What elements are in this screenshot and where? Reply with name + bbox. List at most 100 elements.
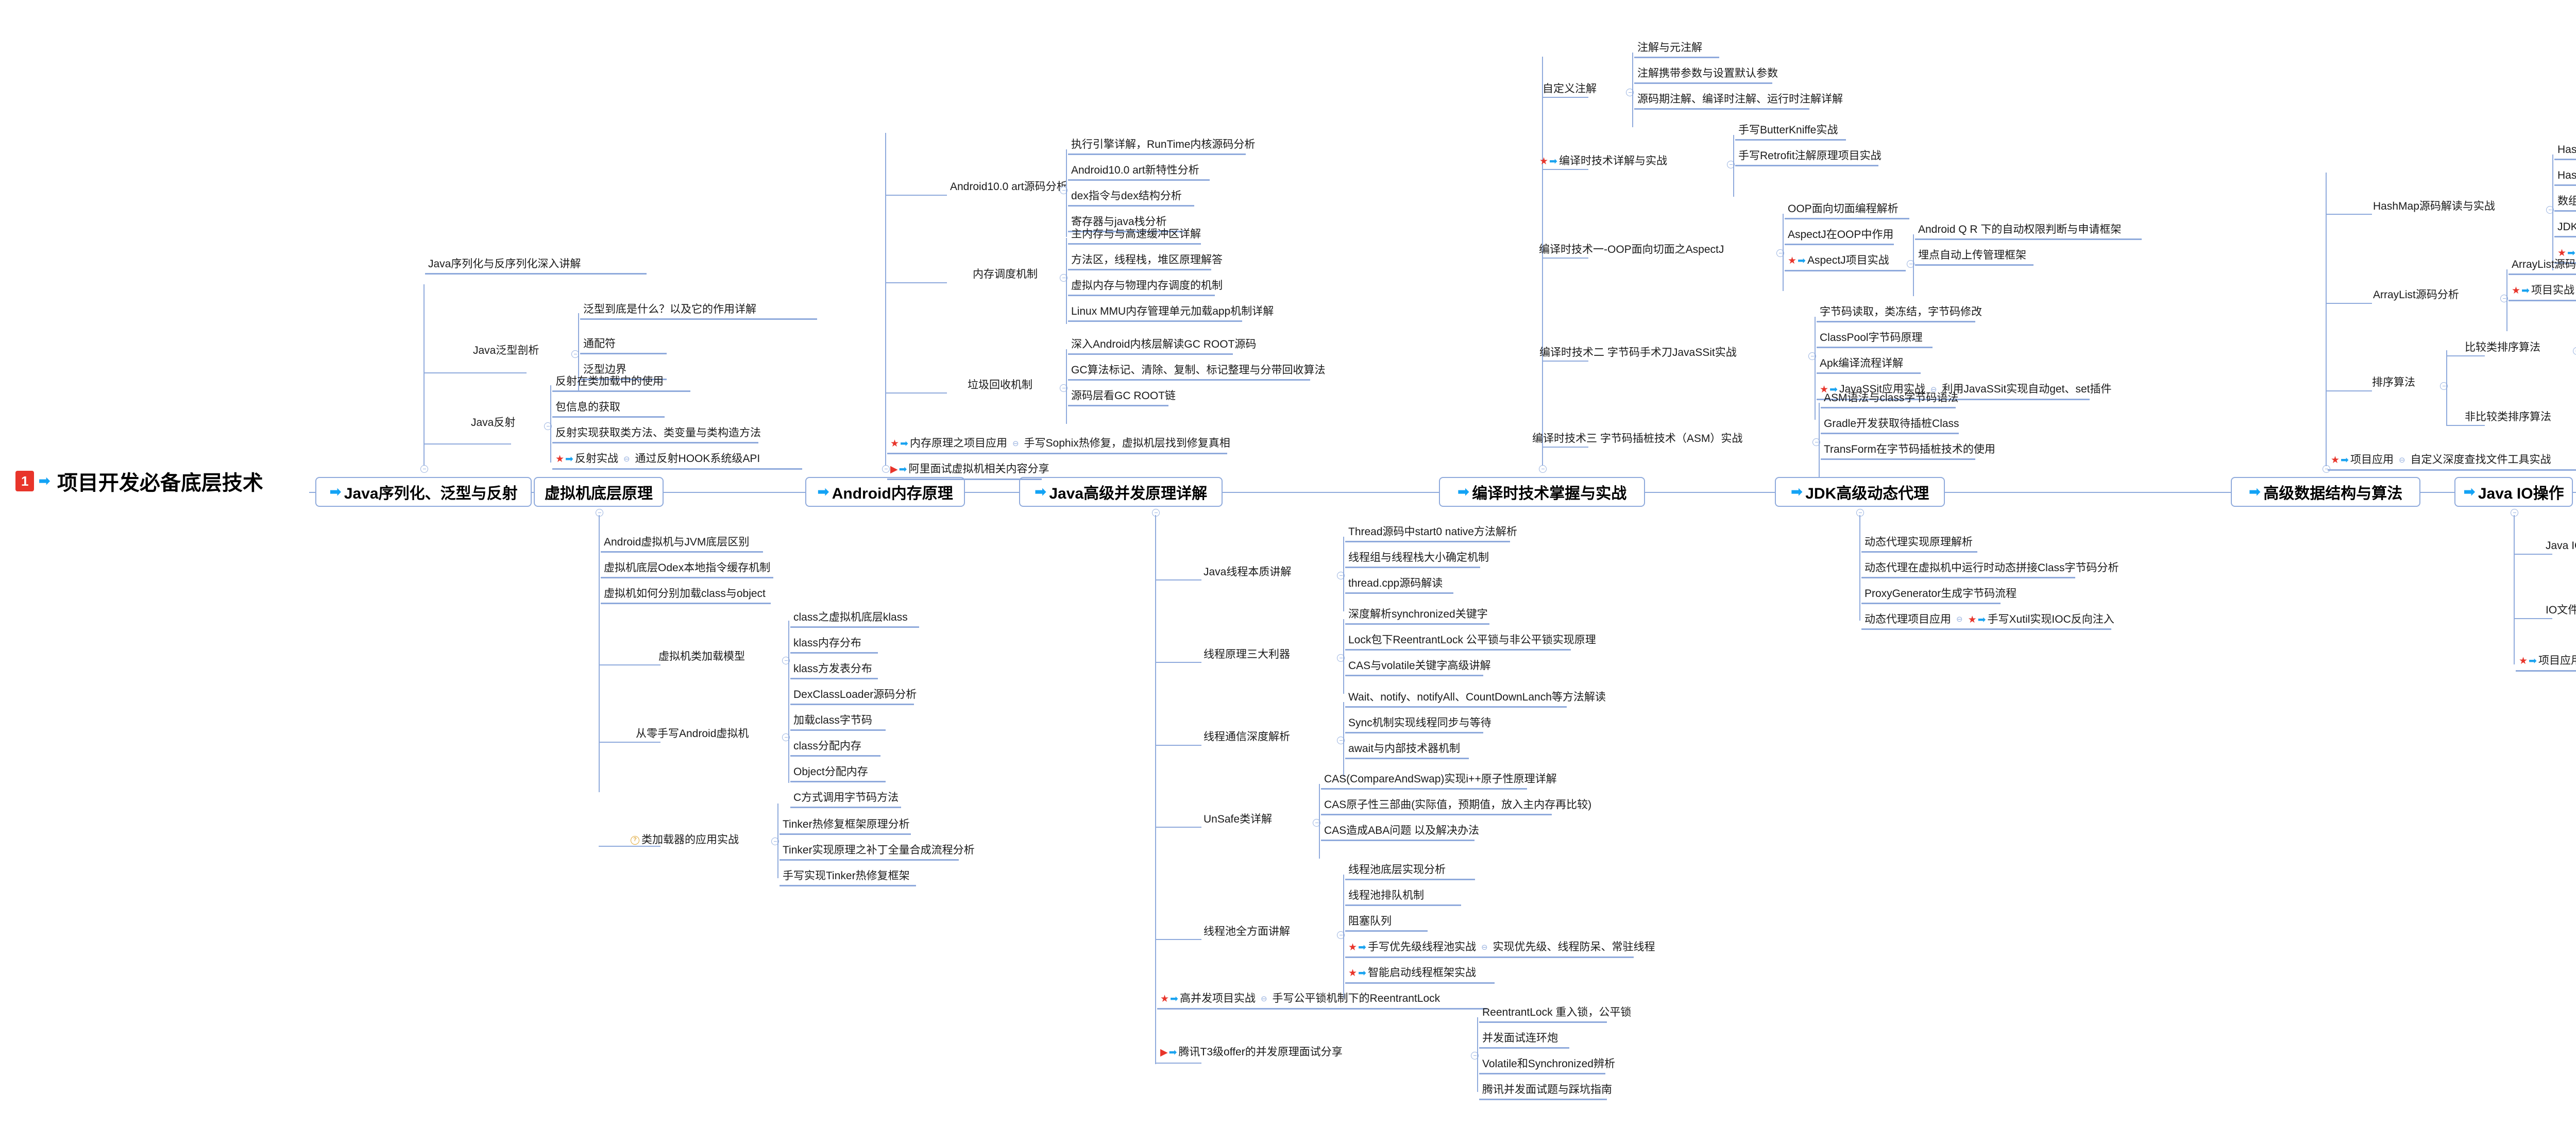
- collapse-knob[interactable]: [2573, 347, 2576, 355]
- collapse-knob[interactable]: ⊖: [1012, 439, 1019, 448]
- t8-node-io-file[interactable]: IO文件操作: [2546, 604, 2576, 616]
- t7-node-array-linkedlist[interactable]: 数组+链表实现原理: [2554, 195, 2576, 212]
- collapse-knob[interactable]: ⊖: [623, 454, 630, 464]
- collapse-knob[interactable]: [1776, 249, 1784, 257]
- t4-node-threadgroup[interactable]: 线程组与线程栈大小确定机制: [1345, 551, 1489, 569]
- collapse-knob[interactable]: [2500, 295, 2508, 302]
- collapse-knob[interactable]: [1060, 274, 1067, 282]
- t4-node-three-weapons[interactable]: 线程原理三大利器: [1204, 648, 1290, 660]
- collapse-knob-t5[interactable]: [1539, 465, 1547, 473]
- t5-node-androidq-permission[interactable]: Android Q R 下的自动权限判断与申请框架: [1915, 223, 2142, 241]
- t7-node-project-app[interactable]: ★➡项目应用⊖自定义深度查找文件工具实战: [2328, 453, 2576, 471]
- t7-node-sorting[interactable]: 排序算法: [2372, 377, 2415, 388]
- t5-node-aspectj-project[interactable]: ★➡AspectJ项目实战: [1785, 254, 1906, 271]
- t5-node-aspectj-role[interactable]: AspectJ在OOP中作用: [1785, 228, 1894, 246]
- topic-compile-time[interactable]: ➡ 编译时技术掌握与实战: [1439, 477, 1645, 507]
- t7-node-arraylist-source[interactable]: ArrayList源码分析: [2509, 258, 2576, 276]
- collapse-knob[interactable]: [1626, 89, 1634, 96]
- t4-node-threadpool[interactable]: 线程池全方面讲解: [1204, 926, 1290, 937]
- t5-node-asm-syntax[interactable]: ASM语法与class字节码语法: [1821, 391, 1958, 409]
- t5-node-compile-practice[interactable]: ★➡编译时技术详解与实战: [1536, 155, 1670, 170]
- t3-node-dex-structure[interactable]: dex指令与dex结构分析: [1068, 190, 1194, 207]
- t4-node-cas-volatile[interactable]: CAS与volatile关键字高级讲解: [1345, 659, 1491, 677]
- t4-node-await[interactable]: await与内部技术器机制: [1345, 742, 1469, 760]
- t3-node-gc-algorithms[interactable]: GC算法标记、清除、复制、标记整理与分带回收算法: [1068, 364, 1326, 381]
- t3-node-art-source[interactable]: Android10.0 art源码分析: [950, 181, 1067, 193]
- t4-node-cas-three-steps[interactable]: CAS原子性三部曲(实际值，预期值，放入主内存再比较): [1321, 798, 1591, 816]
- collapse-knob[interactable]: [1907, 260, 1914, 268]
- t5-node-annotation-meta[interactable]: 注解与元注解: [1634, 41, 1719, 59]
- t1-node-reflection[interactable]: Java反射: [471, 417, 516, 429]
- t3-node-linux-mmu[interactable]: Linux MMU内存管理单元加载app机制详解: [1068, 305, 1274, 322]
- t5-node-javassist-practice[interactable]: ★➡JavaSSit应用实战⊖利用JavaSSit实现自动get、set插件: [1817, 383, 2112, 400]
- collapse-knob[interactable]: [1337, 654, 1345, 662]
- t3-node-gc-root-chain[interactable]: 源码层看GC ROOT链: [1068, 389, 1176, 407]
- t2-node-class-alloc[interactable]: class分配内存: [790, 740, 880, 757]
- collapse-knob[interactable]: ⊖: [1260, 994, 1267, 1003]
- t4-node-cas-aba[interactable]: CAS造成ABA问题 以及解决办法: [1321, 824, 1479, 842]
- t3-node-art-features[interactable]: Android10.0 art新特性分析: [1068, 164, 1210, 181]
- t4-node-unsafe[interactable]: UnSafe类详解: [1204, 813, 1273, 825]
- collapse-knob[interactable]: [1337, 737, 1345, 744]
- t5-node-gradle-class[interactable]: Gradle开发获取待插桩Class: [1821, 417, 1959, 435]
- t3-node-memory-project[interactable]: ★➡内存原理之项目应用⊖手写Sophix热修复，虚拟机层找到修复真相: [887, 437, 1230, 454]
- t2-node-write-vm[interactable]: 从零手写Android虚拟机: [636, 728, 749, 740]
- t2-node-object-alloc[interactable]: Object分配内存: [790, 765, 886, 783]
- t2-node-klass-memory[interactable]: klass内存分布: [790, 637, 878, 654]
- t2-node-classload-model[interactable]: 虚拟机类加载模型: [658, 651, 745, 662]
- t5-node-retrofit[interactable]: 手写Retrofit注解原理项目实战: [1735, 149, 1882, 167]
- t3-node-engine-runtime[interactable]: 执行引擎详解，RunTime内核源码分析: [1068, 138, 1255, 156]
- collapse-knob[interactable]: [1812, 438, 1820, 446]
- t7-node-hashmap[interactable]: HashMap源码解读与实战: [2373, 200, 2495, 212]
- collapse-knob[interactable]: [1727, 161, 1735, 168]
- t2-node-klass-methodtable[interactable]: klass方发表分布: [790, 662, 878, 680]
- t5-node-apk-compile[interactable]: Apk编译流程详解: [1817, 357, 1921, 374]
- t1-node-reflect-practice[interactable]: ★➡反射实战⊖通过反射HOOK系统级API: [552, 452, 802, 470]
- t3-node-virtual-physical[interactable]: 虚拟内存与物理内存调度的机制: [1068, 279, 1223, 297]
- t4-node-threadpool-queue[interactable]: 线程池排队机制: [1345, 889, 1461, 907]
- t7-node-comparison-sort[interactable]: 比较类排序算法: [2465, 341, 2540, 353]
- t5-node-bytecode-read[interactable]: 字节码读取，类冻结，字节码修改: [1817, 305, 1982, 323]
- t7-node-hashmap-project[interactable]: ★➡项目实战⊖手写实现HashMap集合与扩容机制: [2554, 246, 2576, 264]
- t4-node-threadpool-impl[interactable]: 线程池底层实现分析: [1345, 863, 1475, 881]
- topic-vm-principles[interactable]: 虚拟机底层原理: [534, 477, 664, 507]
- t2-node-tinker-write[interactable]: 手写实现Tinker热修复框架: [779, 869, 916, 887]
- collapse-knob[interactable]: [782, 733, 790, 741]
- topic-java-io[interactable]: ➡ Java IO操作: [2454, 477, 2573, 507]
- t2-node-klass[interactable]: class之虚拟机底层klass: [790, 611, 919, 628]
- collapse-knob[interactable]: [1337, 931, 1345, 939]
- t3-node-memory-schedule[interactable]: 内存调度机制: [973, 268, 1038, 280]
- t6-node-proxy-bytecode[interactable]: 动态代理在虚拟机中运行时动态拼接Class字节码分析: [1861, 561, 2119, 579]
- t6-node-proxy-project[interactable]: 动态代理项目应用⊖★➡手写Xutil实现IOC反向注入: [1861, 613, 2114, 630]
- t3-node-main-memory[interactable]: 主内存与与高速缓冲区详解: [1068, 228, 1201, 245]
- collapse-knob[interactable]: [2440, 382, 2448, 390]
- t4-node-reentrantlock-fair[interactable]: ReentrantLock 重入锁，公平锁: [1479, 1006, 1631, 1023]
- collapse-knob[interactable]: [1808, 352, 1816, 360]
- t5-node-oop-aspect[interactable]: OOP面向切面编程解析: [1785, 202, 1909, 220]
- t3-node-gc-root-source[interactable]: 深入Android内核层解读GC ROOT源码: [1068, 338, 1256, 355]
- collapse-knob[interactable]: ⊖: [2398, 455, 2405, 465]
- t4-node-concurrency-questions[interactable]: 并发面试连环炮: [1479, 1032, 1569, 1049]
- t5-node-transform[interactable]: TransForm在字节码插桩技术的使用: [1821, 443, 1995, 460]
- t5-node-annotation-retention[interactable]: 源码期注解、编译时注解、运行时注解详解: [1634, 93, 1843, 110]
- t1-node-generics[interactable]: Java泛型剖析: [473, 345, 539, 356]
- topic-data-structures[interactable]: ➡ 高级数据结构与算法: [2231, 477, 2420, 507]
- t4-node-tencent-guide[interactable]: 腾讯并发面试题与踩坑指南: [1479, 1083, 1612, 1101]
- t4-node-priority-threadpool[interactable]: ★➡手写优先级线程池实战⊖实现优先级、线程防呆、常驻线程: [1345, 941, 1655, 958]
- t2-node-class-object[interactable]: 虚拟机如何分别加载class与object: [601, 587, 771, 605]
- t1-node-generics-what[interactable]: 泛型到底是什么？以及它的作用详解: [580, 303, 817, 320]
- t4-node-synchronized[interactable]: 深度解析synchronized关键字: [1345, 608, 1489, 625]
- t2-node-load-bytecode[interactable]: 加载class字节码: [790, 714, 886, 731]
- topic-java-concurrency[interactable]: ➡ Java高级并发原理详解: [1019, 477, 1223, 507]
- t1-node-wildcard[interactable]: 通配符: [580, 337, 667, 355]
- t7-node-hashmap-resize[interactable]: HashMap的扩容机制剖析: [2554, 143, 2576, 161]
- collapse-knob[interactable]: [782, 657, 790, 664]
- t1-node-package-info[interactable]: 包信息的获取: [552, 401, 665, 418]
- topic-java-serialization[interactable]: ➡ Java序列化、泛型与反射: [315, 477, 532, 507]
- t5-node-classpool[interactable]: ClassPool字节码原理: [1817, 331, 1933, 349]
- t2-node-classloader-practice[interactable]: ?类加载器的应用实战: [628, 831, 742, 849]
- t7-node-arraylist-project[interactable]: ★➡项目实战⊖手写实现ArryList集合: [2509, 284, 2576, 301]
- t4-node-highconcurrency-project[interactable]: ★➡高并发项目实战⊖手写公平锁机制下的ReentrantLock: [1157, 992, 1487, 1010]
- t4-node-volatile-sync[interactable]: Volatile和Synchronized辨析: [1479, 1057, 1615, 1075]
- t4-node-tencent-interview[interactable]: ▶➡腾讯T3级offer的并发原理面试分享: [1157, 1046, 1346, 1062]
